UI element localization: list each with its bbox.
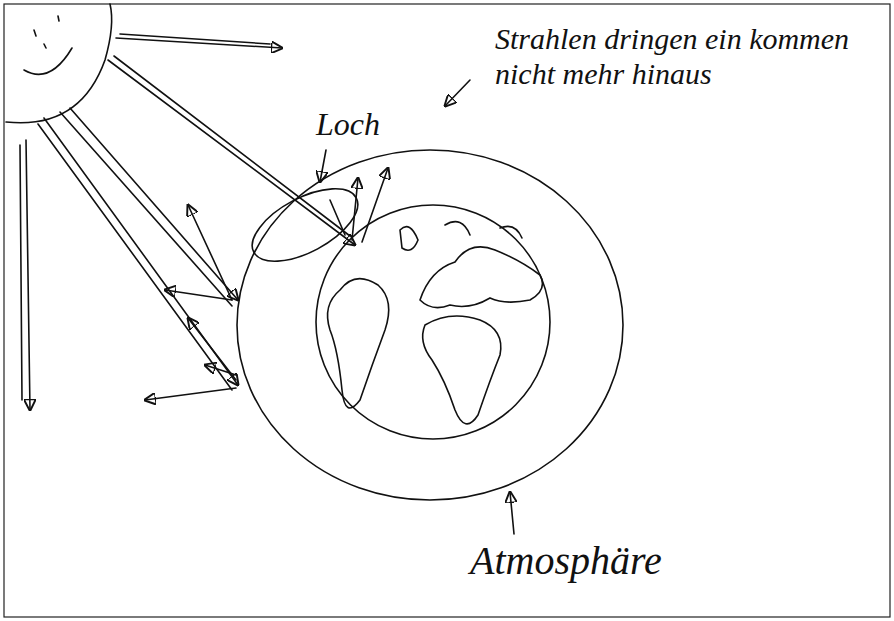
leader-arrow — [320, 150, 326, 182]
reflected-arrow — [165, 290, 232, 300]
ray-line — [60, 112, 232, 306]
reflected-arrow — [205, 365, 236, 375]
reflected-arrow — [188, 205, 232, 300]
ray-line — [114, 56, 350, 236]
ray-line — [330, 200, 345, 235]
continent — [423, 316, 501, 424]
note-text: Strahlen dringen ein kommen nicht mehr h… — [495, 22, 855, 91]
sun-eyes — [34, 16, 59, 48]
ray-line — [38, 124, 232, 390]
ray-line — [120, 34, 270, 44]
leader-arrow — [510, 492, 514, 534]
continent — [420, 247, 542, 308]
frame — [4, 4, 890, 617]
atmosphere-ring — [237, 150, 623, 500]
reflected-arrow — [145, 388, 236, 400]
part-label: Loch — [316, 106, 380, 143]
earth — [316, 205, 550, 439]
sun-smile — [24, 48, 72, 74]
ray-arrow — [26, 140, 30, 410]
ray-arrow — [108, 60, 355, 245]
ray-line — [20, 145, 22, 400]
continent — [328, 279, 389, 408]
continent — [400, 227, 418, 251]
continent — [445, 222, 522, 238]
leader-arrow — [445, 80, 470, 106]
reflected-arrow — [188, 318, 236, 380]
part-label: Atmosphäre — [470, 538, 662, 584]
ray-arrow — [362, 168, 388, 242]
sun — [6, 4, 112, 123]
ray-arrow — [44, 118, 238, 385]
hole — [241, 174, 369, 276]
ray-arrow — [70, 108, 238, 300]
